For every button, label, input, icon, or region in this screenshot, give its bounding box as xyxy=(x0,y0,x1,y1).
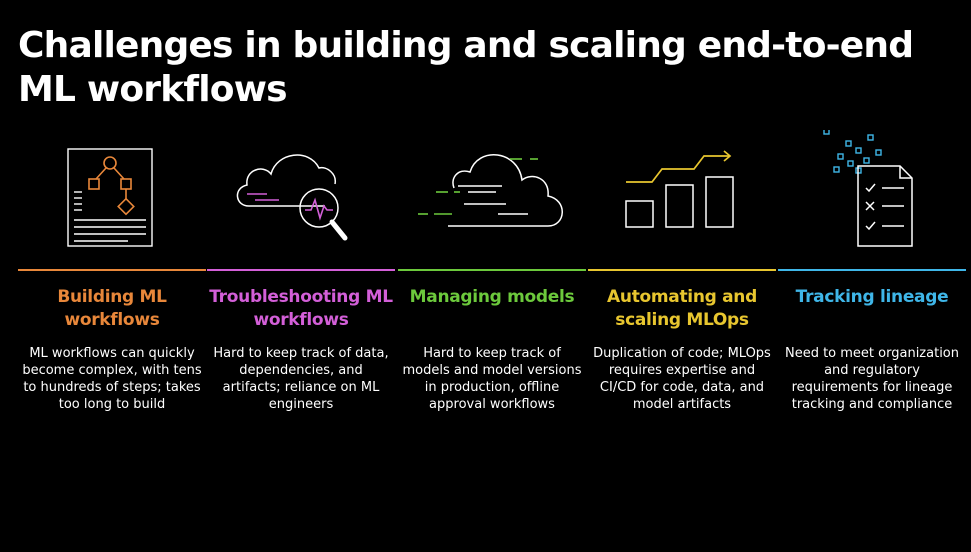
checklist-document-icon xyxy=(778,130,966,260)
divider-line xyxy=(207,269,395,271)
column-description: Duplication of code; MLOps requires expe… xyxy=(593,346,771,412)
divider-line xyxy=(778,269,966,271)
column-heading: Automating and scaling MLOps xyxy=(607,287,757,330)
challenge-automating-scaling-mlops: Automating and scaling MLOps Duplication… xyxy=(588,130,776,540)
bar-chart-growth-icon xyxy=(588,130,776,260)
divider-line xyxy=(588,269,776,271)
challenge-troubleshooting-ml-workflows: Troubleshooting ML workflows Hard to kee… xyxy=(207,130,395,540)
cloud-icon xyxy=(398,130,586,260)
column-heading: Tracking lineage xyxy=(795,287,949,307)
challenge-columns: Building ML workflows ML workflows can q… xyxy=(18,130,966,540)
column-description: Hard to keep track of data, dependencies… xyxy=(213,346,389,412)
divider-line xyxy=(18,269,206,271)
workflow-document-icon xyxy=(18,130,206,260)
column-heading: Troubleshooting ML workflows xyxy=(209,287,393,330)
column-heading: Building ML workflows xyxy=(57,287,167,330)
challenge-building-ml-workflows: Building ML workflows ML workflows can q… xyxy=(18,130,206,540)
column-description: ML workflows can quickly become complex,… xyxy=(22,346,202,412)
slide-title: Challenges in building and scaling end-t… xyxy=(18,25,914,110)
column-description: Need to meet organization and regulatory… xyxy=(784,346,959,412)
cloud-magnifier-icon xyxy=(207,130,395,260)
challenge-managing-models: Managing models Hard to keep track of mo… xyxy=(398,130,586,540)
column-description: Hard to keep track of models and model v… xyxy=(402,346,582,412)
divider-line xyxy=(398,269,586,271)
challenge-tracking-lineage: Tracking lineage Need to meet organizati… xyxy=(778,130,966,540)
column-heading: Managing models xyxy=(409,287,575,307)
